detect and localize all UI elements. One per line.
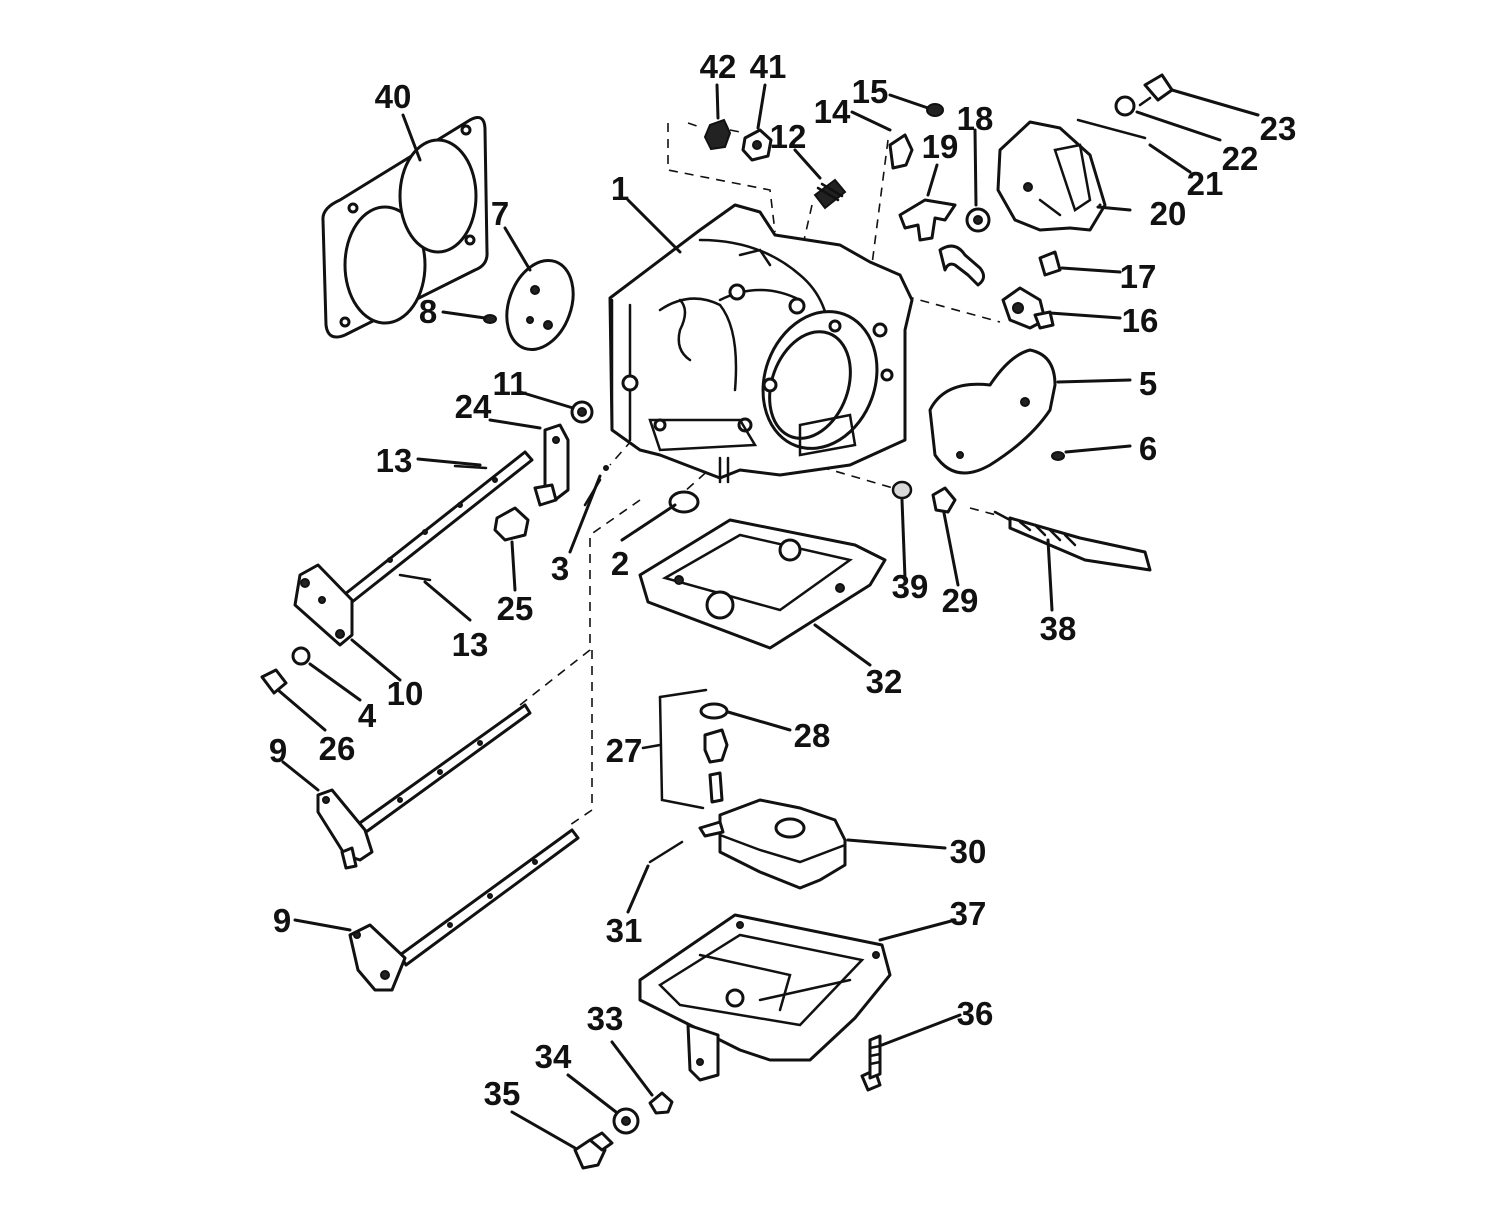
label-10: 10 [387, 675, 424, 712]
label-8: 8 [419, 293, 437, 330]
label-9-lower: 9 [273, 902, 291, 939]
part-14-clip [888, 133, 914, 170]
part-38-needle [993, 510, 1152, 572]
label-12: 12 [770, 118, 807, 155]
label-14: 14 [814, 93, 851, 130]
label-22: 22 [1222, 140, 1259, 177]
part-29-seal [931, 486, 957, 514]
label-38: 38 [1040, 610, 1077, 647]
callout-labels: 1 2 3 4 5 6 7 8 9 9 10 11 12 13 13 14 15… [269, 48, 1297, 1112]
label-34: 34 [535, 1038, 572, 1075]
label-7: 7 [491, 195, 509, 232]
label-42: 42 [700, 48, 737, 85]
part-16-fitting [1001, 286, 1055, 330]
label-6: 6 [1139, 430, 1157, 467]
label-1: 1 [611, 170, 629, 207]
part-19-lever [898, 198, 957, 242]
label-13-upper: 13 [376, 442, 413, 479]
part-5-plate [928, 348, 1057, 475]
label-3: 3 [551, 550, 569, 587]
label-9-upper: 9 [269, 732, 287, 769]
label-30: 30 [950, 833, 987, 870]
leader-lines [276, 83, 1260, 1150]
part-13-pin-upper [453, 464, 488, 470]
part-36-screw [860, 1034, 882, 1092]
label-4: 4 [358, 697, 377, 734]
part-1-carburetor-body [608, 203, 914, 484]
part-6-screw [1051, 451, 1065, 461]
label-35: 35 [484, 1075, 521, 1112]
label-21: 21 [1187, 165, 1224, 202]
label-41: 41 [750, 48, 787, 85]
part-20-cover [996, 120, 1107, 232]
part-23-screw [1138, 73, 1174, 107]
part-15-screw [926, 103, 944, 117]
part-21-pin [1076, 118, 1147, 140]
label-26: 26 [319, 730, 356, 767]
part-27-jet [703, 728, 729, 804]
label-33: 33 [587, 1000, 624, 1037]
part-30-float [698, 798, 847, 890]
label-29: 29 [942, 582, 979, 619]
part-9-shaft-upper [316, 703, 532, 870]
part-4-washer [291, 646, 311, 666]
label-16: 16 [1122, 302, 1159, 339]
label-24: 24 [455, 388, 492, 425]
part-11-washer [570, 400, 594, 424]
part-18-washer [965, 207, 991, 233]
label-19: 19 [922, 128, 959, 165]
part-10-plate [293, 563, 354, 647]
label-23: 23 [1260, 110, 1297, 147]
label-28: 28 [794, 717, 831, 754]
label-36: 36 [957, 995, 994, 1032]
part-40-gasket [321, 116, 489, 339]
label-37: 37 [950, 895, 987, 932]
part-25-bushing [493, 506, 530, 542]
label-32: 32 [866, 663, 903, 700]
label-2: 2 [611, 545, 629, 582]
part-34-washer [612, 1107, 640, 1135]
part-41-nut [741, 128, 773, 162]
part-26-screw [260, 668, 288, 695]
part-39-plug [891, 480, 913, 500]
label-40: 40 [375, 78, 412, 115]
label-13-lower: 13 [452, 626, 489, 663]
label-31: 31 [606, 912, 643, 949]
label-18: 18 [957, 100, 994, 137]
part-31-pin [648, 840, 684, 864]
part-12-spring [813, 178, 847, 210]
label-39: 39 [892, 568, 929, 605]
part-2-disc [668, 490, 700, 514]
part-35-plug [573, 1131, 614, 1170]
label-20: 20 [1150, 195, 1187, 232]
label-11: 11 [493, 365, 528, 402]
part-33-fitting [648, 1091, 674, 1115]
part-27-bracket [641, 688, 708, 810]
part-22-washer [1114, 95, 1136, 117]
label-5: 5 [1139, 365, 1157, 402]
label-25: 25 [497, 590, 534, 627]
part-28-oring [699, 702, 729, 720]
label-27: 27 [606, 732, 643, 769]
part-42-nut [703, 118, 732, 151]
part-37-float-bowl [638, 913, 892, 1082]
part-13-pin-lower [398, 573, 432, 582]
part-7-plate [505, 258, 575, 352]
part-17-screw [1038, 250, 1062, 277]
part-32-gasket [638, 518, 887, 650]
part-24-lever [533, 423, 570, 507]
label-15: 15 [852, 73, 889, 110]
part-9-shaft-lower [348, 828, 580, 992]
label-17: 17 [1120, 258, 1157, 295]
part-lever-link [938, 244, 985, 287]
